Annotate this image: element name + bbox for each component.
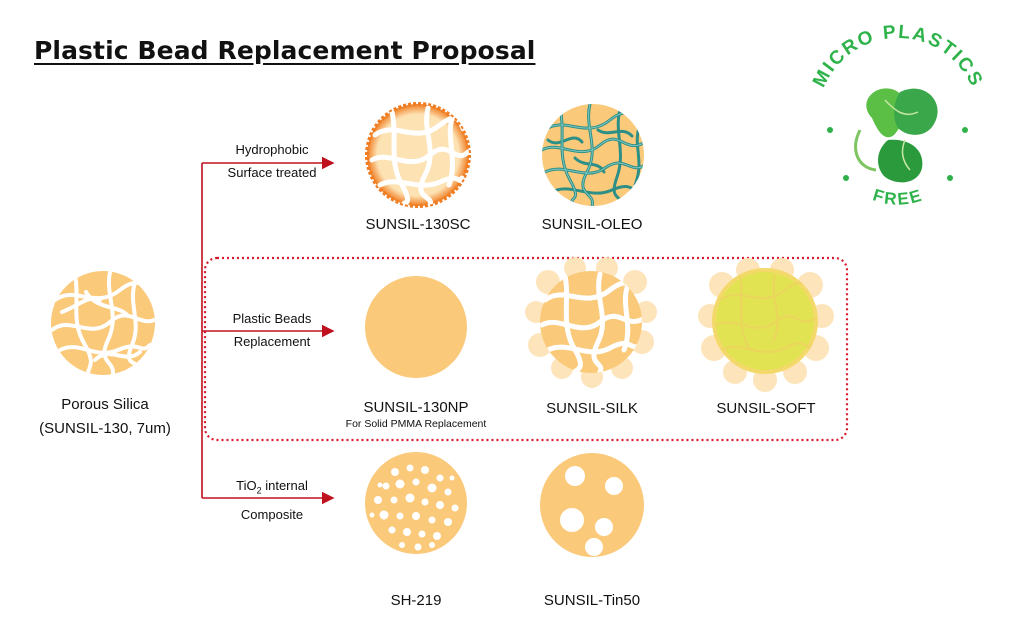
label-sunsil-silk: SUNSIL-SILK — [546, 400, 638, 417]
branch-label-plastic-beads: Plastic Beads Replacement — [232, 311, 312, 349]
page-title: Plastic Bead Replacement Proposal — [34, 36, 536, 65]
label-sh-219: SH-219 — [390, 592, 442, 609]
source-label: Porous Silica (SUNSIL-130, 7um) — [39, 396, 171, 437]
sunsil-soft-particle — [698, 258, 834, 392]
label-sunsil-130sc: SUNSIL-130SC — [365, 216, 471, 233]
sunsil-130sc-particle — [365, 102, 471, 208]
three-leaf-recycle-icon — [854, 88, 938, 183]
label-sunsil-tin50: SUNSIL-Tin50 — [543, 592, 641, 609]
sh-219-particle — [365, 452, 467, 554]
sunsil-tin50-particle — [540, 453, 644, 557]
badge-bottom-text: FREE — [871, 185, 926, 208]
label-sunsil-130np: SUNSIL-130NP — [363, 399, 469, 416]
micro-plastics-free-badge: MICRO PLASTICS FREE — [809, 22, 987, 209]
branch-label-hydrophobic: Hydrophobic Surface treated — [227, 142, 317, 180]
label-sunsil-oleo: SUNSIL-OLEO — [541, 216, 643, 233]
porous-silica-particle — [51, 271, 155, 375]
badge-arc-text: MICRO PLASTICS — [809, 22, 987, 91]
sunsil-130np-particle — [365, 276, 467, 378]
label-sunsil-soft: SUNSIL-SOFT — [716, 400, 816, 417]
branch-label-tio2: TiO2 internal Composite — [236, 478, 308, 522]
sunsil-silk-particle — [525, 257, 657, 388]
highlight-box — [203, 256, 849, 442]
sunsil-oleo-particle — [542, 104, 644, 206]
label-sunsil-130np-note: For Solid PMMA Replacement — [345, 418, 487, 430]
